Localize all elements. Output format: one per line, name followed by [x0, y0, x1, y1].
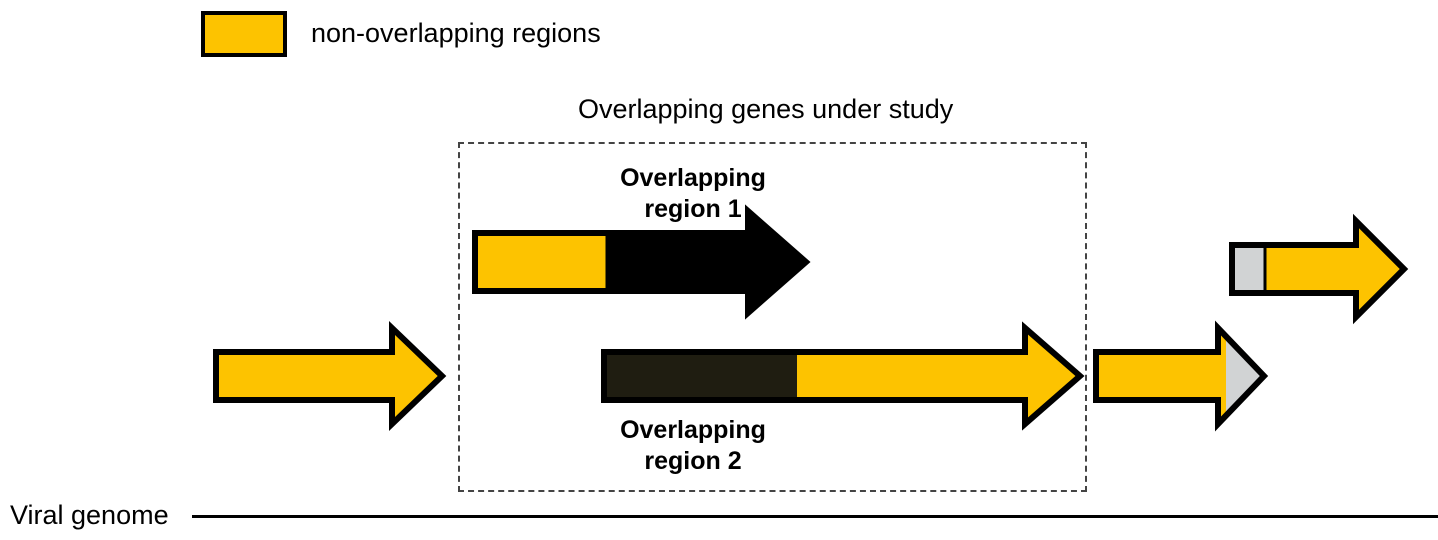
segment-non-overlapping: [1265, 221, 1404, 317]
segment-overlapping: [604, 328, 797, 424]
overlapping-region-1-label: Overlapping region 1: [620, 164, 766, 224]
segment-non-overlapping: [1096, 328, 1226, 424]
legend-swatch-non-overlapping: [201, 11, 287, 57]
segment-non-overlapping: [797, 328, 1080, 424]
gene-arrow-upstream: [213, 320, 447, 432]
viral-genome-line: [192, 515, 1438, 518]
gene-arrow-overlapping-2: [601, 321, 1085, 431]
overlapping-region-2-label: Overlapping region 2: [620, 416, 766, 476]
study-box-title: Overlapping genes under study: [578, 94, 954, 124]
gene-arrow-downstream-upper: [1229, 213, 1409, 325]
gene-arrow-downstream-lower: [1093, 320, 1269, 432]
gene-arrow-overlapping-1: [472, 204, 811, 320]
segment-non-overlapping: [475, 211, 607, 313]
legend-label-non-overlapping: non-overlapping regions: [311, 18, 601, 48]
viral-genome-label: Viral genome: [10, 500, 169, 530]
segment-overlapping: [607, 211, 806, 313]
overlapping-genes-study-box: [458, 142, 1087, 492]
